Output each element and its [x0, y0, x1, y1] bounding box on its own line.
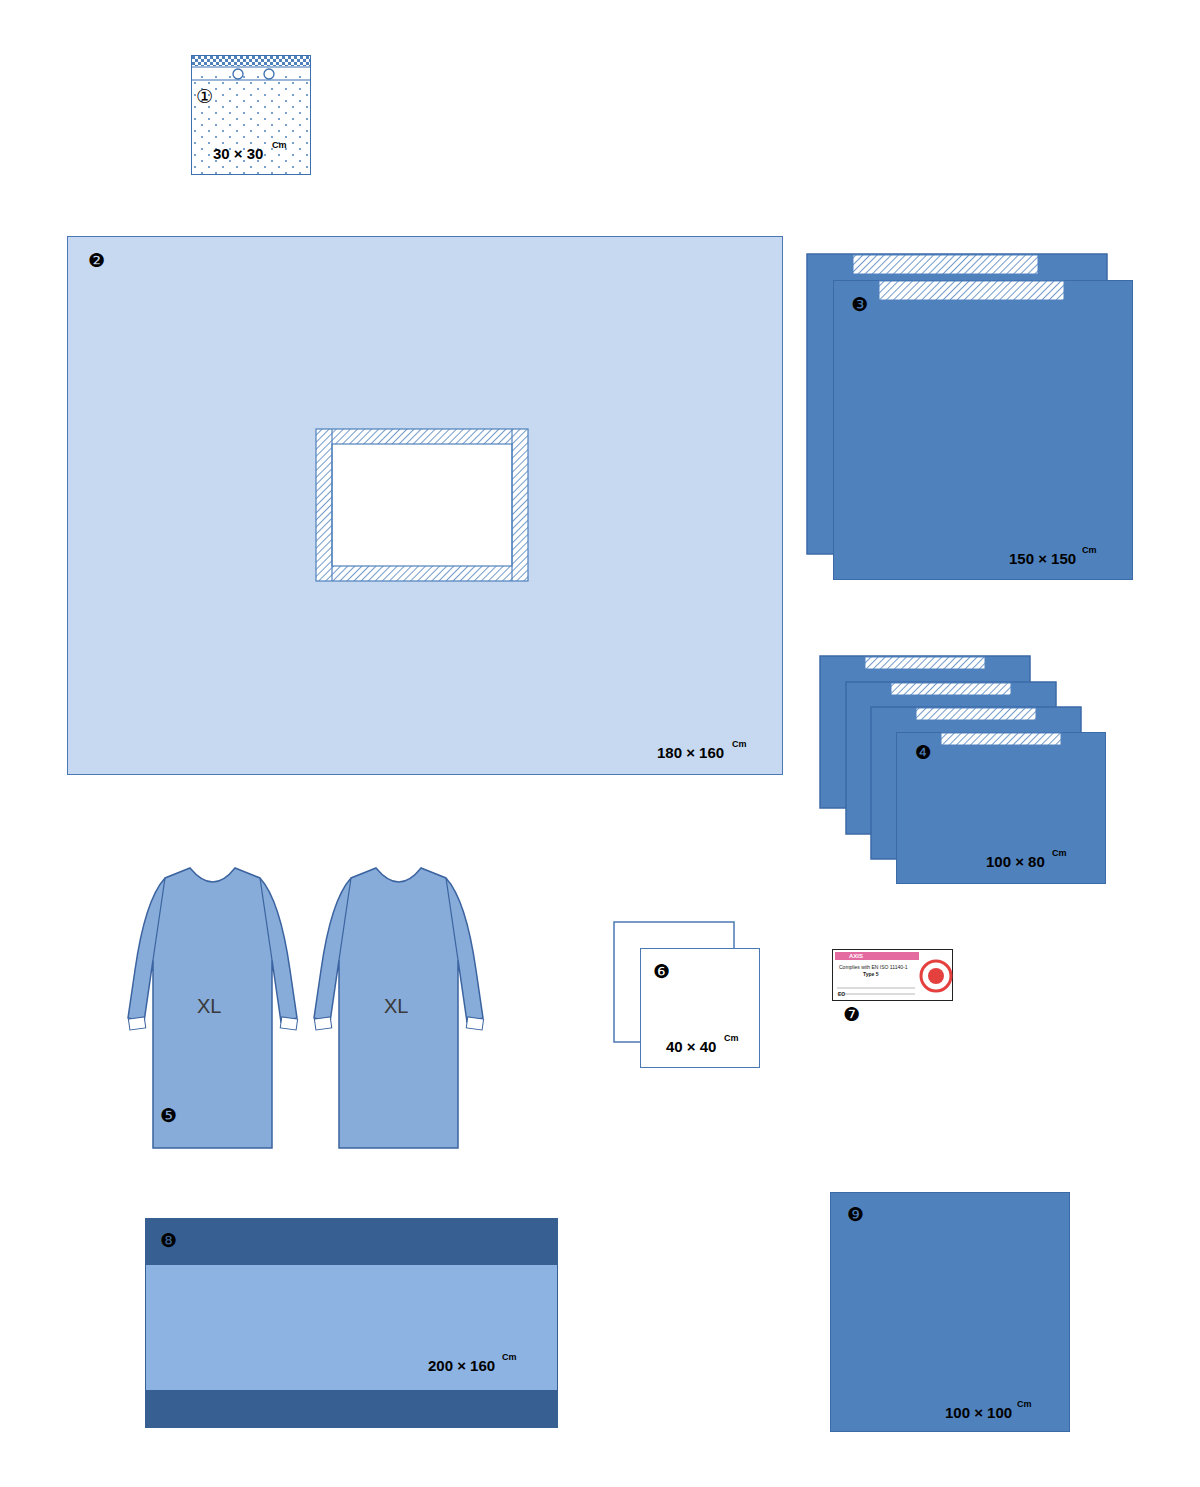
dimension-label: 200 × 160	[428, 1358, 495, 1373]
artwork	[941, 733, 1061, 745]
indicator-strip: AXIS Complies with EN ISO 11140-1Type 5 EO	[832, 949, 953, 1001]
unit-label: Cm	[732, 740, 747, 749]
adhesive-strip	[865, 657, 985, 669]
dimension-label: 180 × 160	[657, 745, 724, 760]
size-label: XL	[197, 996, 221, 1016]
dimension-label: 150 × 150	[1009, 551, 1076, 566]
unit-label: Cm	[1017, 1400, 1032, 1409]
dimension-label: 30 × 30	[213, 146, 263, 161]
callout-number: ①	[196, 87, 213, 106]
size-label: XL	[384, 996, 408, 1016]
callout-number: ❼	[843, 1005, 860, 1024]
artwork	[314, 868, 484, 1148]
adhesive-strip	[891, 683, 1011, 695]
fenestrated-drape: ❷ 180 × 160 Cm	[67, 236, 783, 775]
artwork	[192, 56, 310, 174]
unit-label: Cm	[1082, 546, 1097, 555]
towel-sheet: ❻ 40 × 40 Cm	[640, 948, 760, 1068]
drape-sheet: ❸ 150 × 150 Cm	[833, 280, 1133, 580]
callout-number: ❷	[88, 251, 105, 270]
surgical-gown: XL ❺	[125, 860, 300, 1153]
unit-label: Cm	[272, 141, 287, 150]
pouch-bag: ① 30 × 30 Cm	[191, 55, 311, 175]
drape-sheet: ❹ 100 × 80 Cm	[896, 732, 1106, 884]
dimension-label: 100 × 80	[986, 854, 1045, 869]
node-artwork	[146, 1219, 559, 1429]
callout-number: ❹	[915, 743, 932, 762]
callout-number: ❻	[653, 962, 670, 981]
dimension-label: 100 × 100	[945, 1405, 1012, 1420]
callout-number: ❾	[847, 1205, 864, 1224]
node-artwork	[68, 237, 784, 776]
node-artwork	[834, 281, 1134, 581]
artwork	[879, 281, 1064, 300]
dimension-label: 40 × 40	[666, 1039, 716, 1054]
indicator-brand: AXIS	[849, 953, 863, 959]
drape-sheet: ❾ 100 × 100 Cm	[830, 1192, 1070, 1432]
indicator-text: Complies with EN ISO 11140-1	[839, 965, 907, 970]
artwork	[128, 868, 298, 1148]
artwork	[146, 1219, 557, 1428]
callout-number: ❺	[160, 1106, 177, 1125]
artwork	[835, 952, 951, 994]
callout-number: ❽	[160, 1231, 177, 1250]
adhesive-strip	[916, 708, 1036, 720]
node-artwork	[831, 1193, 1071, 1433]
indicator-text: Type 5	[863, 972, 878, 977]
drape-band-sheet: ❽ 200 × 160 Cm	[145, 1218, 558, 1428]
indicator-text: EO	[838, 992, 845, 997]
unit-label: Cm	[724, 1034, 739, 1043]
unit-label: Cm	[502, 1353, 517, 1362]
adhesive-strip	[853, 255, 1038, 274]
unit-label: Cm	[1052, 849, 1067, 858]
surgical-gown: XL	[311, 860, 486, 1153]
callout-number: ❸	[851, 295, 868, 314]
artwork	[316, 429, 528, 581]
